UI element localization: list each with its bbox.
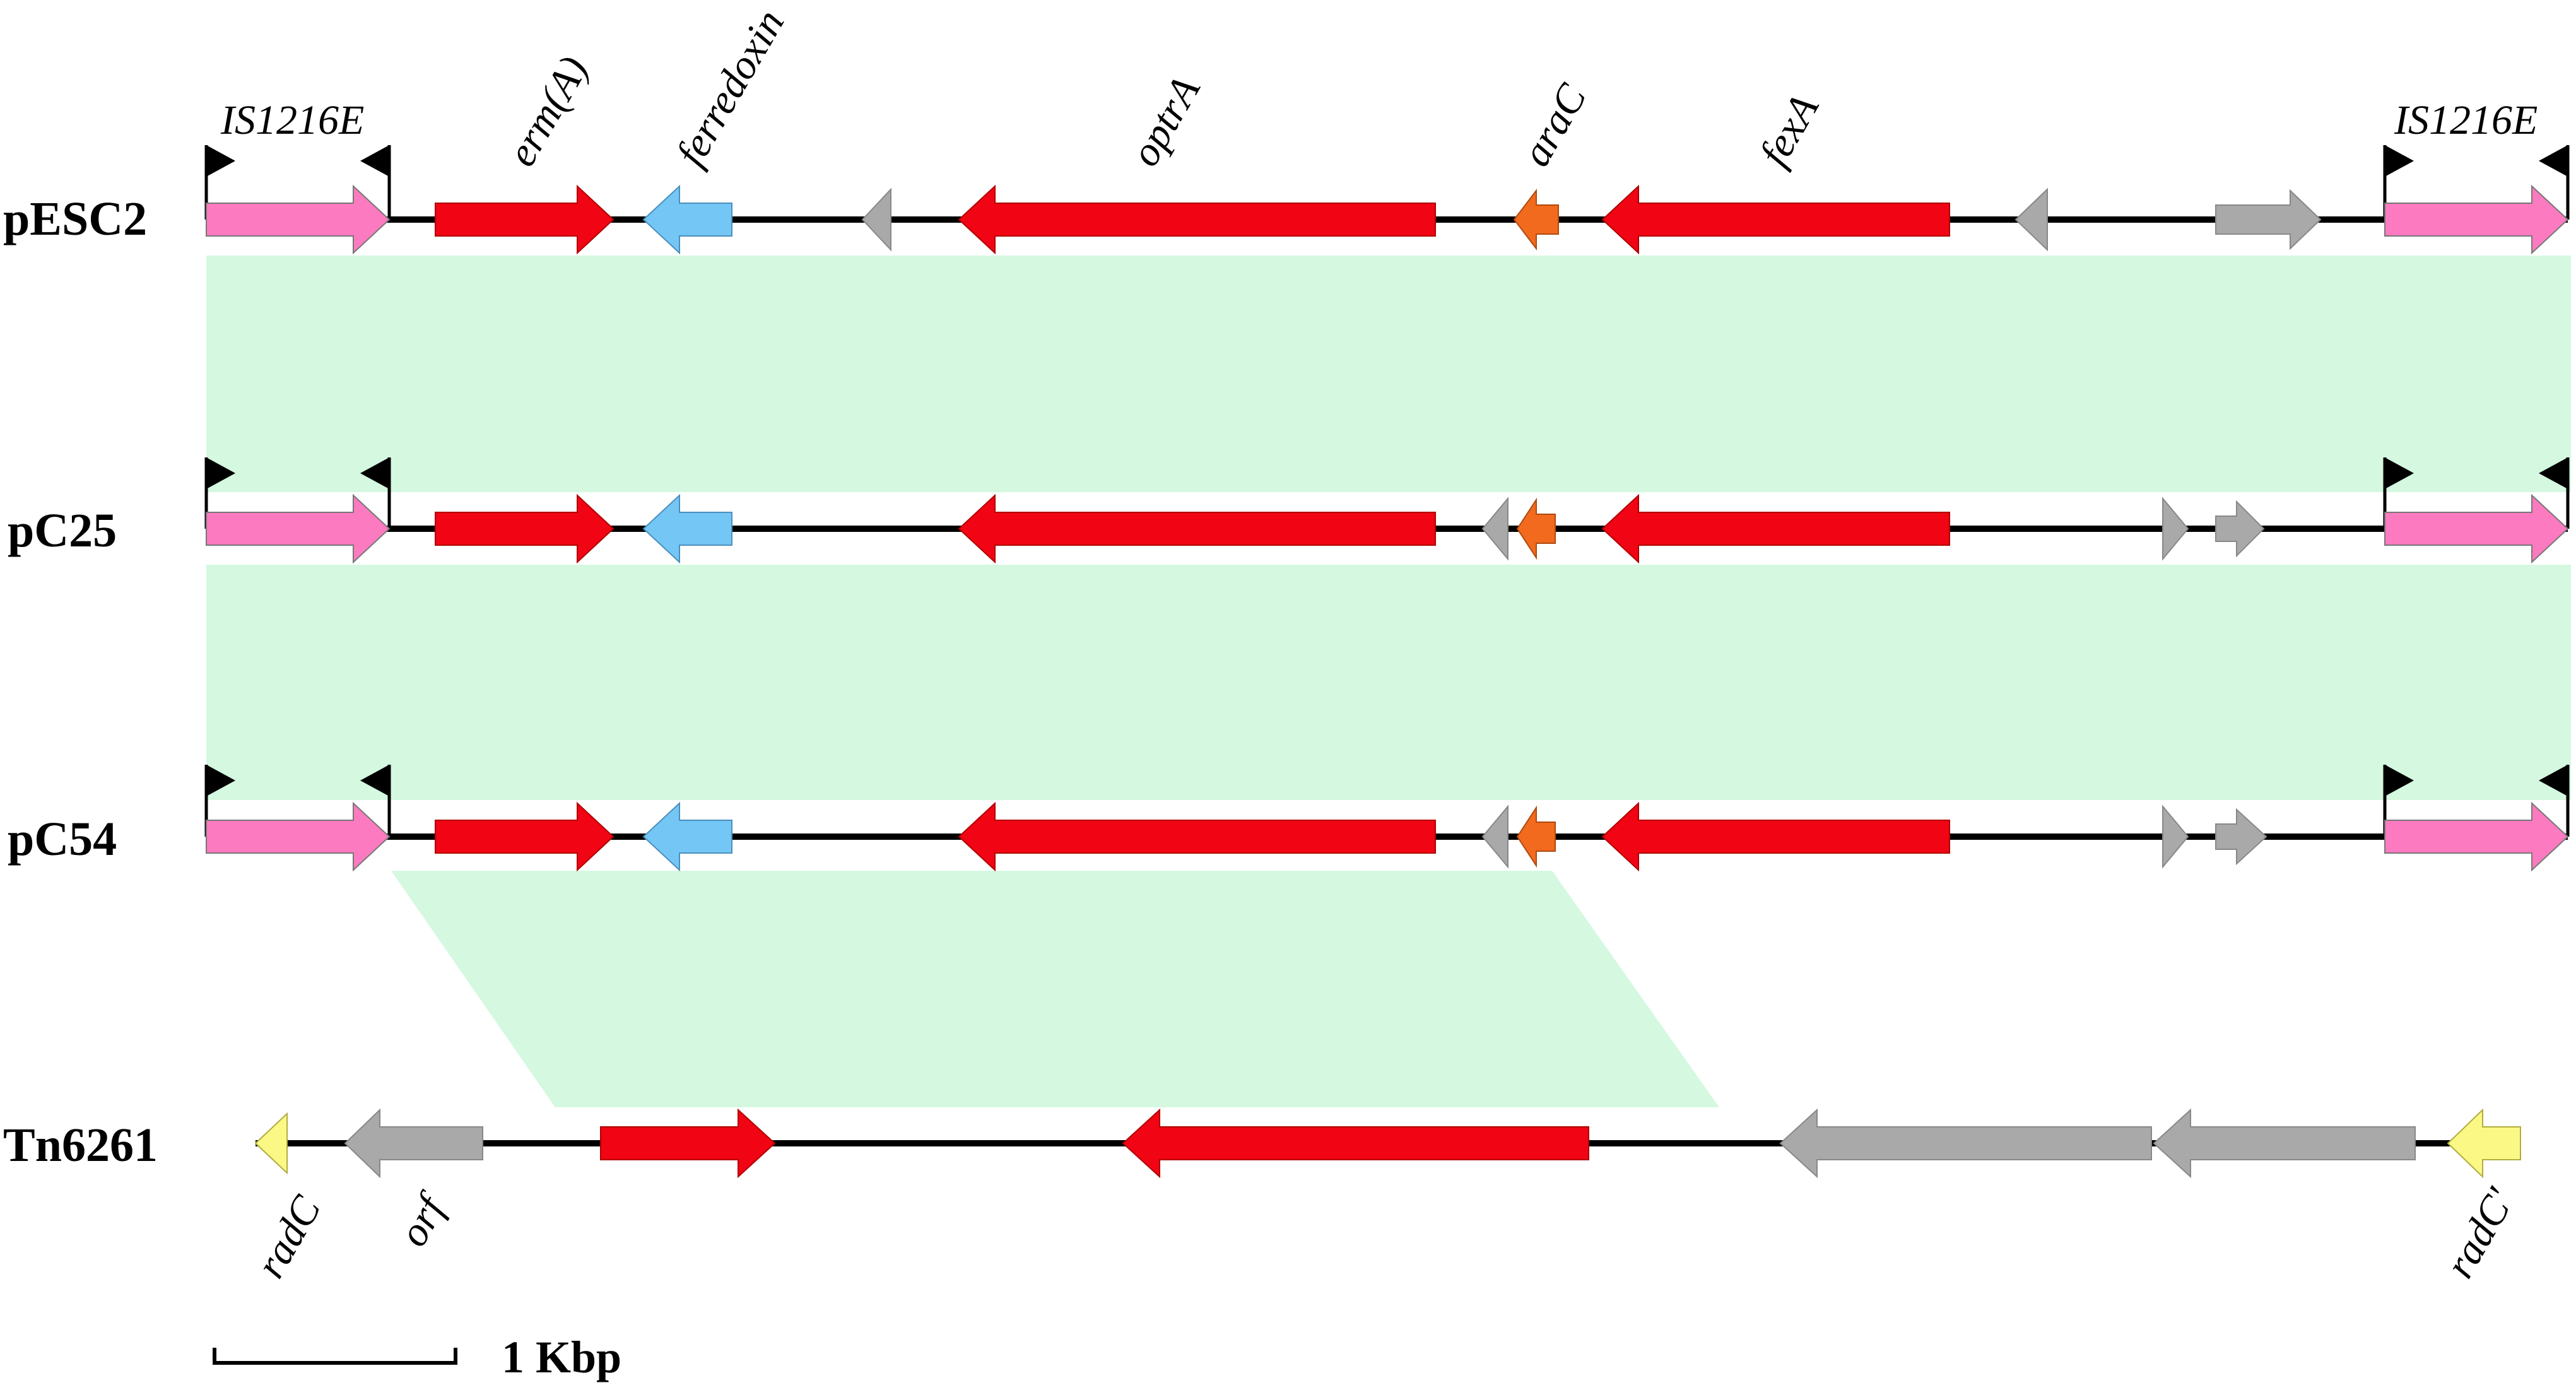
- homology-band-pc54-tn6261: [391, 871, 1719, 1107]
- gene-arrow-is1216e-right: [2384, 493, 2569, 564]
- track-label-tn6261: Tn6261: [3, 1119, 158, 1172]
- gene-arrow-is1216e-right: [2384, 801, 2569, 872]
- gene-arrow-ferredoxin: [642, 184, 732, 255]
- gene-arrow-arac: [1513, 189, 1559, 250]
- gene-arrow-is1216e-left: [206, 801, 391, 872]
- gene-arrow-orf: [2215, 189, 2322, 250]
- track-tn6261: Tn6261 radC orf radC': [3, 1108, 2524, 1286]
- gene-arrow-fexa: [1601, 801, 1950, 872]
- gene-arrow-orf: [2215, 808, 2267, 866]
- gene-arrow-ferredoxin: [642, 493, 732, 564]
- gene-label-arac: araC: [1513, 76, 1596, 174]
- gene-arrow-arac: [1516, 497, 1556, 560]
- track-pc25: pC25: [8, 457, 2570, 564]
- gene-arrow-orf: [2153, 1108, 2416, 1179]
- gene-arrow-resistance: [1122, 1108, 1589, 1179]
- gene-arrow-orf: [2215, 500, 2265, 558]
- gene-arrow-orf: [1481, 804, 1509, 869]
- gene-label-is1216e-left: IS1216E: [220, 97, 364, 143]
- gene-arrow-orf: [344, 1108, 483, 1179]
- gene-arrow-orf: [2162, 804, 2189, 869]
- scale-bar: 1 Kbp: [213, 1332, 621, 1382]
- gene-arrow-ferredoxin: [642, 801, 732, 872]
- gene-label-is1216e-right: IS1216E: [2394, 97, 2538, 143]
- track-label-pc25: pC25: [8, 504, 117, 557]
- gene-arrow-optra: [958, 493, 1436, 564]
- gene-label-radc-left: radC: [247, 1188, 331, 1286]
- homology-band-pesc2-pc25: [206, 256, 2571, 492]
- track-pesc2: pESC2 IS1216E erm(A) ferredoxin optrA ar…: [3, 2, 2570, 255]
- gene-arrow-fexa: [1601, 493, 1950, 564]
- gene-arrow-erma: [435, 493, 615, 564]
- gene-arrow-is1216e-left: [206, 493, 391, 564]
- gene-arrow-is1216e-left: [206, 184, 391, 255]
- gene-arrow-orf: [861, 187, 891, 252]
- scale-bar-label: 1 Kbp: [502, 1332, 621, 1382]
- gene-label-optra: optrA: [1122, 68, 1209, 174]
- track-pc54: pC54: [8, 765, 2570, 872]
- gene-label-radc-right: radC': [2437, 1180, 2524, 1286]
- gene-arrow-radc-right: [2447, 1108, 2521, 1179]
- gene-arrow-radc-left: [254, 1112, 288, 1175]
- gene-label-fexa: fexA: [1751, 86, 1828, 174]
- gene-arrow-erma: [435, 801, 615, 872]
- gene-arrow-orf: [1779, 1108, 2152, 1179]
- gene-arrow-orf: [2162, 497, 2189, 561]
- gene-arrow-optra: [958, 801, 1436, 872]
- gene-arrow-fexa: [1601, 184, 1950, 255]
- gene-arrow-orf: [2014, 187, 2048, 252]
- gene-arrow-orf: [1481, 497, 1509, 561]
- track-label-pc54: pC54: [8, 813, 117, 866]
- gene-label-erma: erm(A): [498, 49, 597, 174]
- gene-arrow-resistance: [600, 1108, 776, 1179]
- gene-arrow-optra: [958, 184, 1436, 255]
- gene-label-ferredoxin: ferredoxin: [668, 2, 793, 174]
- track-label-pesc2: pESC2: [3, 192, 147, 245]
- gene-label-orf: orf: [390, 1185, 457, 1254]
- gene-arrow-is1216e-right: [2384, 184, 2569, 255]
- homology-band-pc25-pc54: [206, 565, 2571, 800]
- is-boundary-flag: [204, 145, 2570, 220]
- gene-arrow-arac: [1516, 805, 1556, 868]
- is-boundary-flag: [204, 765, 2570, 837]
- gene-arrow-erma: [435, 184, 615, 255]
